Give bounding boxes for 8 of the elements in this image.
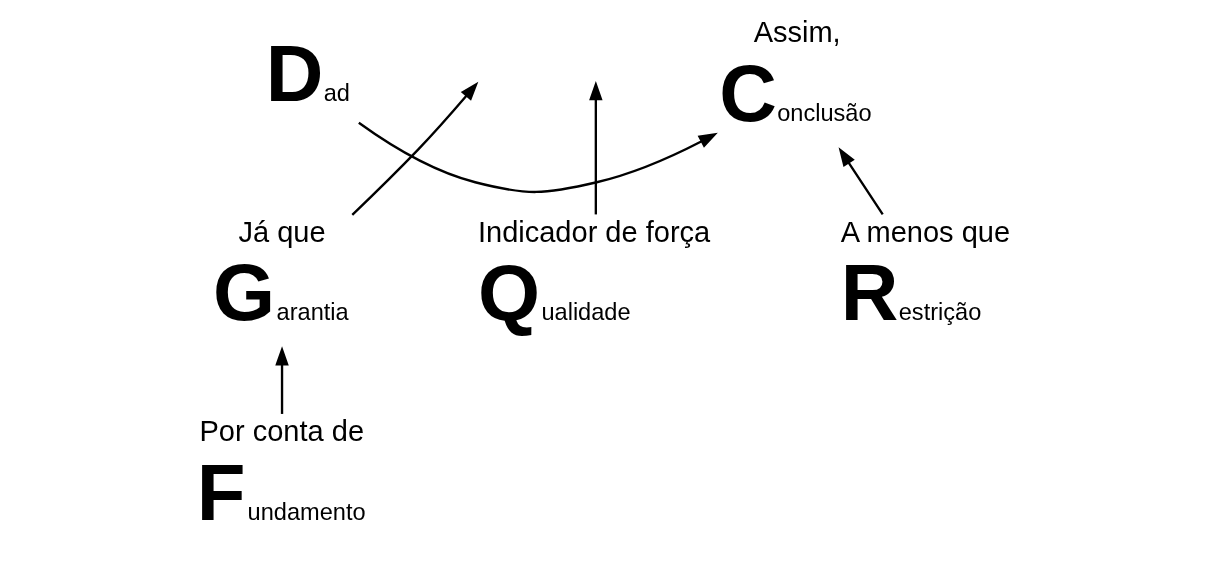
arrow bbox=[838, 147, 884, 216]
arrow bbox=[275, 346, 289, 414]
arrow bbox=[589, 80, 603, 215]
node-text: Assim, Conclusão bbox=[719, 16, 872, 138]
node-text: Dad bbox=[265, 28, 350, 118]
node-text: A menos que Restrição bbox=[840, 215, 1011, 338]
arrow bbox=[358, 121, 718, 194]
arrow bbox=[351, 81, 479, 216]
